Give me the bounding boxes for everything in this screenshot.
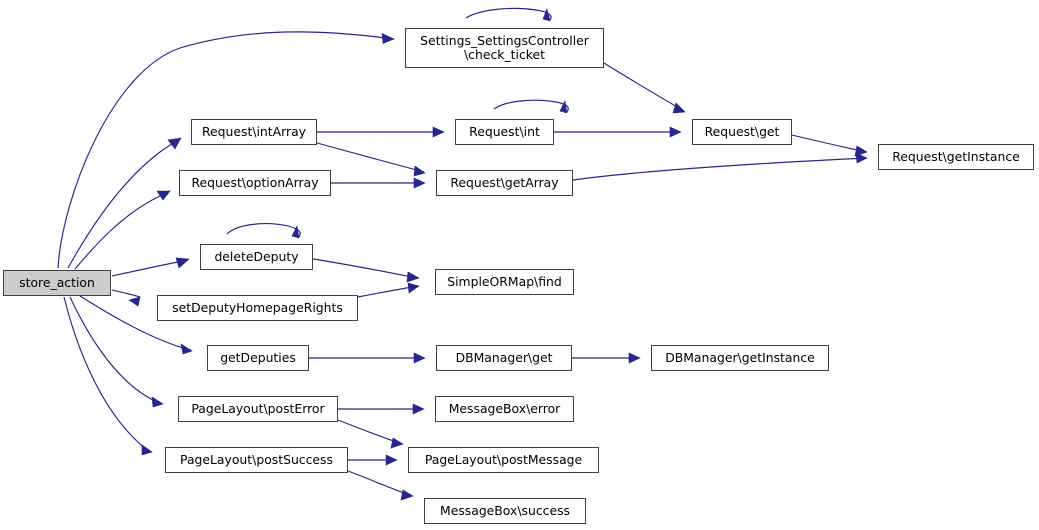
- edge-store_action-to-pagelayout_posterror: [69, 296, 163, 405]
- graph-node-label: DBManager\get: [455, 349, 553, 365]
- arrowhead-icon: [291, 225, 300, 239]
- graph-node-label: SimpleORMap\find: [447, 273, 562, 289]
- graph-node-label: PageLayout\postSuccess: [180, 451, 333, 467]
- arrowhead-icon: [628, 352, 641, 364]
- graph-node-pagelayout_posterror[interactable]: PageLayout\postError: [178, 396, 338, 422]
- arrowhead-icon: [406, 271, 420, 283]
- graph-node-simpleormap_find[interactable]: SimpleORMap\find: [435, 269, 574, 295]
- graph-node-label: setDeputyHomepageRights: [172, 299, 343, 315]
- graph-node-label: Request\int: [469, 123, 540, 139]
- arrowhead-icon: [413, 352, 426, 364]
- graph-node-label: Request\getArray: [450, 174, 559, 190]
- edge-store_action-to-deletedeputy: [111, 259, 189, 277]
- arrowhead-icon: [559, 100, 568, 114]
- arrowhead-icon: [141, 444, 153, 456]
- arrowhead-icon: [180, 343, 193, 355]
- arrowhead-icon: [669, 126, 682, 138]
- arrowhead-icon: [381, 33, 395, 44]
- edge-request_int-to-request_int: [493, 99, 569, 113]
- graph-node-label: deleteDeputy: [214, 248, 299, 264]
- arrowhead-icon: [432, 126, 445, 138]
- graph-node-label: getDeputies: [220, 349, 296, 365]
- arrowhead-icon: [167, 137, 182, 150]
- graph-node-request_getarray[interactable]: Request\getArray: [436, 170, 573, 196]
- edge-store_action-to-pagelayout_postsuccess: [63, 296, 152, 453]
- graph-node-store_action[interactable]: store_action: [3, 270, 111, 296]
- graph-node-settings_check_ticket[interactable]: Settings_SettingsController \check_ticke…: [405, 28, 604, 68]
- arrowhead-icon: [156, 190, 171, 201]
- edge-settings_check_ticket-to-request_get: [603, 62, 685, 112]
- graph-node-dbmanager_get[interactable]: DBManager\get: [436, 345, 572, 371]
- edge-store_action-to-setdeputyhomepagerights: [111, 289, 141, 298]
- edge-settings_check_ticket-to-settings_check_ticket: [465, 7, 552, 21]
- graph-node-request_int[interactable]: Request\int: [455, 119, 554, 145]
- graph-node-getdeputies[interactable]: getDeputies: [207, 345, 309, 371]
- graph-node-dbmanager_getinstance[interactable]: DBManager\getInstance: [651, 345, 829, 371]
- graph-node-request_intarray[interactable]: Request\intArray: [191, 119, 317, 145]
- graph-node-label: PageLayout\postError: [191, 400, 325, 416]
- arrowhead-icon: [400, 489, 414, 501]
- arrowhead-icon: [542, 8, 551, 22]
- arrowhead-icon: [854, 145, 868, 157]
- graph-node-messagebox_success[interactable]: MessageBox\success: [424, 498, 586, 524]
- arrowhead-icon: [855, 152, 868, 164]
- edge-request_intarray-to-request_getarray: [316, 142, 425, 173]
- edge-request_getarray-to-request_getinstance: [572, 157, 867, 181]
- graph-node-label: store_action: [19, 274, 95, 290]
- graph-node-label: MessageBox\error: [448, 400, 561, 416]
- arrowhead-icon: [385, 454, 398, 466]
- edge-deletedeputy-to-deletedeputy: [226, 223, 301, 238]
- graph-node-label: Request\optionArray: [191, 174, 319, 190]
- graph-node-label: Request\intArray: [201, 123, 307, 139]
- graph-node-label: Settings_SettingsController \check_ticke…: [420, 32, 589, 62]
- edge-store_action-to-settings_check_ticket: [57, 31, 395, 269]
- arrowhead-icon: [175, 257, 190, 269]
- edge-store_action-to-request_intarray: [67, 138, 181, 269]
- edge-deletedeputy-to-simpleormap_find: [312, 258, 419, 279]
- graph-node-messagebox_error[interactable]: MessageBox\error: [435, 396, 574, 422]
- arrowhead-icon: [407, 282, 420, 294]
- graph-node-label: DBManager\getInstance: [665, 349, 815, 365]
- arrowhead-icon: [151, 396, 164, 408]
- graph-node-label: Request\getInstance: [892, 148, 1020, 164]
- graph-node-label: PageLayout\postMessage: [424, 451, 583, 467]
- graph-node-request_getinstance[interactable]: Request\getInstance: [878, 144, 1034, 170]
- arrowhead-icon: [672, 102, 686, 114]
- graph-node-pagelayout_postsuccess[interactable]: PageLayout\postSuccess: [165, 447, 348, 473]
- graph-node-label: MessageBox\success: [440, 502, 570, 518]
- graph-node-deletedeputy[interactable]: deleteDeputy: [200, 244, 313, 270]
- arrowhead-icon: [390, 437, 404, 449]
- graph-node-label: Request\get: [704, 123, 780, 139]
- edge-store_action-to-request_optionarray: [74, 190, 171, 270]
- graph-node-request_optionarray[interactable]: Request\optionArray: [179, 170, 331, 196]
- arrowhead-icon: [412, 403, 425, 415]
- graph-node-request_get[interactable]: Request\get: [692, 119, 792, 145]
- graph-node-pagelayout_postmessage[interactable]: PageLayout\postMessage: [408, 447, 599, 473]
- graph-node-setdeputyhomepagerights[interactable]: setDeputyHomepageRights: [157, 295, 358, 321]
- edge-request_get-to-request_getinstance: [791, 134, 867, 153]
- arrowhead-icon: [128, 296, 141, 307]
- arrowhead-icon: [413, 165, 426, 177]
- arrowhead-icon: [413, 177, 426, 189]
